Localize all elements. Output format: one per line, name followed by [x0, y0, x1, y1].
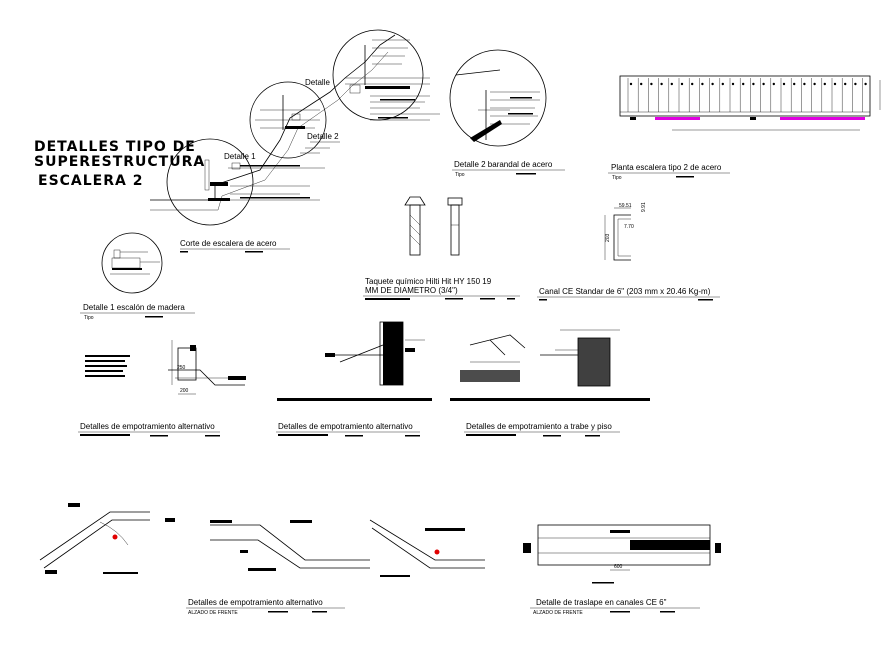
- planta-escalera-drawing: Planta escalera tipo 2 de acero Tipo: [608, 75, 881, 181]
- planta-bolt: [813, 82, 816, 86]
- title-line-3: ESCALERA 2: [38, 173, 143, 189]
- planta-bolt: [823, 82, 826, 86]
- caption-emp-2: Detalles de empotramiento alternativo: [278, 422, 413, 431]
- caption-detalle-1: Detalle 1 escalón de madera: [83, 303, 185, 312]
- barandal-drawing: Detalle 2 barandal de acero Tipo: [449, 49, 565, 178]
- marker-red-2: [434, 549, 440, 555]
- caption-planta-sub: Tipo: [612, 175, 622, 181]
- dim-59-51: 59.51: [619, 203, 632, 209]
- planta-bolt: [650, 82, 653, 86]
- planta-bolt: [640, 82, 643, 86]
- caption-barandal-sub: Tipo: [455, 172, 465, 178]
- caption-planta: Planta escalera tipo 2 de acero: [611, 163, 722, 172]
- detalle-1-escalon-drawing: Detalle 1 escalón de madera Tipo: [80, 232, 195, 321]
- planta-bolt: [793, 82, 796, 86]
- dim-600: 600: [614, 564, 623, 570]
- dim-9-91: 9.91: [641, 202, 647, 212]
- caption-corte: Corte de escalera de acero: [180, 239, 277, 248]
- planta-bolt: [762, 82, 765, 86]
- callout-detalle-2: Detalle 2: [307, 132, 339, 141]
- planta-bolt: [752, 82, 755, 86]
- caption-emp-4: Detalles de empotramiento alternativo: [188, 598, 323, 607]
- planta-bolt: [680, 82, 684, 86]
- title-line-1: DETALLES TIPO DE: [34, 139, 196, 155]
- caption-detalle-1-sub: Tipo: [84, 315, 94, 321]
- empotramiento-2-drawing: Detalles de empotramiento alternativo: [276, 321, 432, 437]
- planta-bolt: [660, 82, 663, 86]
- planta-bolt: [721, 82, 724, 86]
- planta-bolt: [782, 82, 786, 86]
- caption-traslape: Detalle de traslape en canales CE 6": [536, 598, 667, 607]
- callout-detalle-3: Detalle: [305, 78, 330, 87]
- planta-bolt: [691, 82, 694, 86]
- caption-emp-4-sub: ALZADO DE FRENTE: [188, 610, 238, 616]
- empotramiento-4-drawing: Detalles de empotramiento alternativo AL…: [39, 503, 485, 616]
- planta-bolt: [803, 82, 806, 86]
- empotramiento-1-drawing: 250 200 Detalles de empotramiento altern…: [78, 340, 246, 437]
- planta-bolt: [711, 82, 714, 86]
- title-line-2: SUPERESTRUCTURA: [34, 154, 205, 170]
- planta-bolt: [629, 82, 633, 86]
- marker-red-1: [112, 534, 118, 540]
- planta-bolt: [731, 82, 735, 86]
- detail-2-circle: [249, 81, 327, 159]
- taquete-drawing: Taquete químico Hilti Hit HY 150 19 MM D…: [363, 196, 520, 300]
- caption-canal: Canal CE Standar de 6" (203 mm x 20.46 K…: [539, 287, 711, 296]
- caption-emp-1: Detalles de empotramiento alternativo: [80, 422, 215, 431]
- planta-bolt: [854, 82, 857, 86]
- stair-section-drawing: Detalle 1 Detalle 2 Detalle Corte de esc…: [150, 29, 440, 253]
- sheet-title: DETALLES TIPO DE SUPERESTRUCTURA ESCALER…: [34, 139, 205, 189]
- caption-traslape-sub: ALZADO DE FRENTE: [533, 610, 583, 616]
- traslape-drawing: 600 Detalle de traslape en canales CE 6"…: [523, 524, 721, 616]
- empotramiento-3-drawing: Detalles de empotramiento a trabe y piso: [450, 329, 650, 437]
- detail-1-circle: [166, 138, 254, 226]
- callout-detalle-1: Detalle 1: [224, 152, 256, 161]
- planta-bolt: [670, 82, 673, 86]
- caption-emp-3: Detalles de empotramiento a trabe y piso: [466, 422, 612, 431]
- planta-bolt: [772, 82, 775, 86]
- caption-taquete-2: MM DE DIAMETRO (3/4"): [365, 286, 458, 295]
- dim-250: 250: [177, 365, 186, 371]
- planta-bolt: [742, 82, 745, 86]
- dim-7-70: 7.70: [624, 224, 634, 230]
- planta-treads: [627, 78, 867, 112]
- planta-bolt: [833, 82, 837, 86]
- dim-203: 203: [605, 233, 611, 242]
- planta-bolt: [864, 82, 867, 86]
- planta-bolt: [701, 82, 704, 86]
- dim-200: 200: [180, 388, 189, 394]
- detail-3-circle: [332, 29, 424, 121]
- planta-bolt: [844, 82, 847, 86]
- canal-ce-drawing: 59.51 9.91 7.70 203 Canal CE Standar de …: [537, 202, 720, 301]
- caption-barandal: Detalle 2 barandal de acero: [454, 160, 553, 169]
- caption-taquete-1: Taquete químico Hilti Hit HY 150 19: [365, 277, 492, 286]
